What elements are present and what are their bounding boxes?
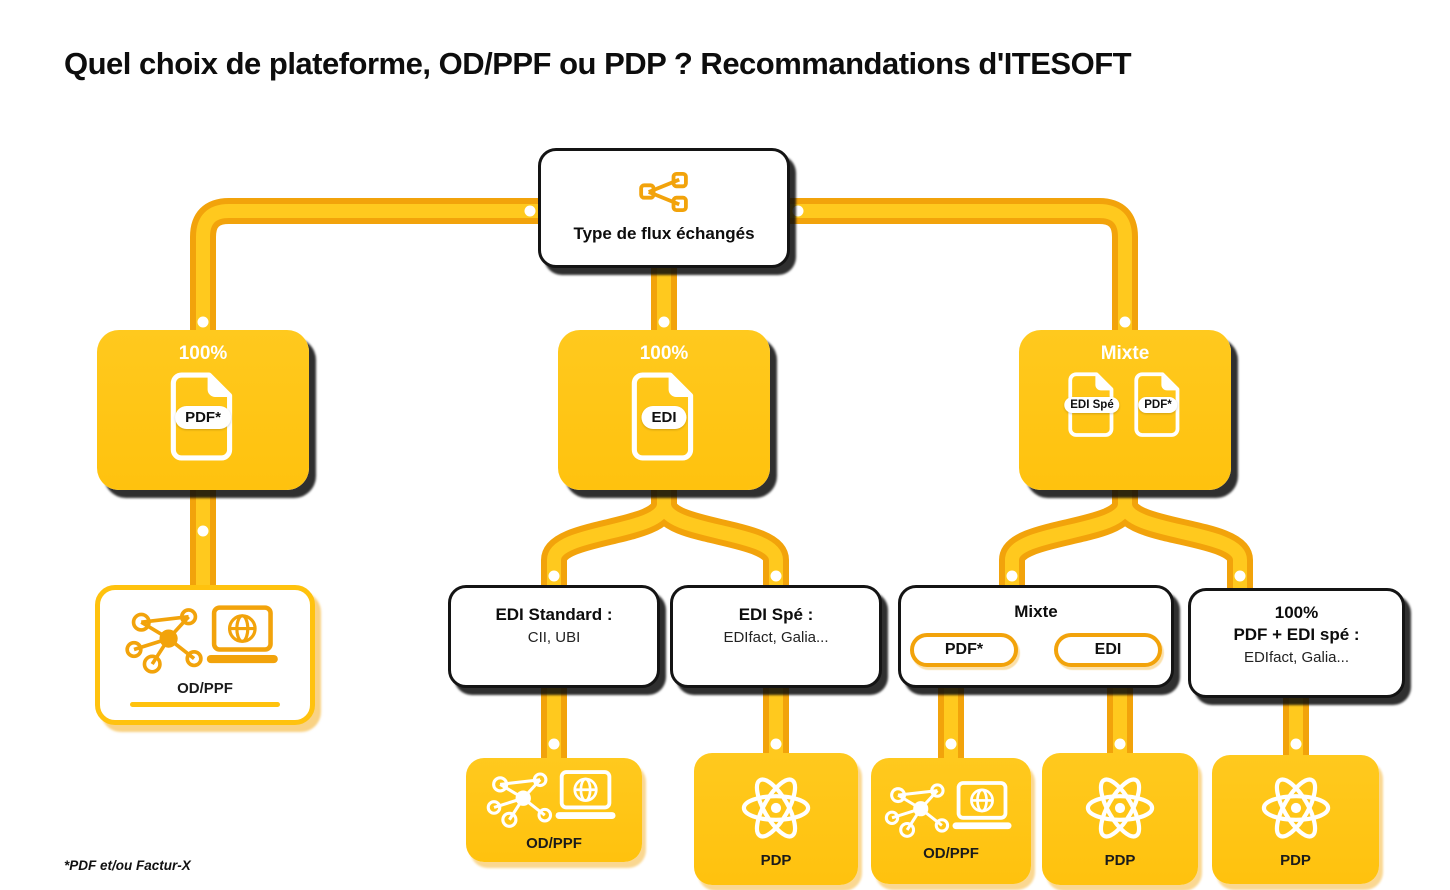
pdf-document-icon: PDF* [166,372,240,467]
edi-spe-title: EDI Spé : [738,605,814,624]
underline-bar [130,701,280,707]
node-pdp-outcome-mid: PDP [694,753,858,885]
node-pdp-outcome-right: PDP [1042,753,1198,885]
flow-network-icon [639,172,689,212]
odppf-network-laptop-icon [121,604,289,675]
pill-pdf: PDF* [910,633,1018,668]
node-pdp-outcome-far-right: PDP [1212,755,1379,884]
edi-doc-label: EDI [641,406,687,429]
odppf-label: OD/PPF [923,845,979,862]
node-odppf-outcome-right: OD/PPF [871,758,1031,884]
pdp-label: PDP [1280,852,1311,869]
pill-edi: EDI [1054,633,1162,668]
pdf-doc-label: PDF* [1138,397,1178,413]
node-pdf-edi-spe: 100% PDF + EDI spé : EDIfact, Galia... [1188,588,1405,698]
footnote: *PDF et/ou Factur-X [64,858,191,873]
node-edi-spe: EDI Spé : EDIfact, Galia... [670,585,882,688]
node-odppf-outcome-left: OD/PPF [95,585,315,725]
edi-standard-title: EDI Standard : [495,605,613,624]
pdf-doc-label: PDF* [175,406,231,429]
node-mixte-title: Mixte [1100,343,1150,364]
edi-spe-document-icon: EDI Spé [1064,372,1120,443]
page-title: Quel choix de plateforme, OD/PPF ou PDP … [64,46,1132,81]
pdf-edi-spe-line3: EDIfact, Galia... [1243,649,1350,667]
atom-icon [1082,770,1158,846]
node-100-edi: 100% EDI [558,330,770,490]
pdf-document-icon: PDF* [1131,372,1185,443]
node-100-pdf: 100% PDF* [97,330,309,490]
edi-spe-subtitle: EDIfact, Galia... [723,629,829,647]
odppf-label: OD/PPF [177,679,233,697]
node-100-pdf-title: 100% [178,343,228,364]
node-100-edi-title: 100% [639,343,689,364]
atom-icon [1258,770,1334,846]
pdp-label: PDP [760,851,792,869]
node-odppf-outcome-mid: OD/PPF [466,758,642,862]
junction-dots [197,205,1302,750]
odppf-label: OD/PPF [526,834,582,852]
odppf-network-laptop-icon [483,769,625,829]
pdf-edi-spe-line2: PDF + EDI spé : [1233,625,1360,645]
edi-document-icon: EDI [627,372,701,467]
edi-spe-doc-label: EDI Spé [1064,397,1120,413]
pdp-label: PDP [1104,851,1136,869]
mixte-decision-title: Mixte [1014,602,1058,621]
pdf-edi-spe-line1: 100% [1274,603,1319,622]
node-mixte-decision: Mixte PDF* EDI [898,585,1174,688]
node-type-de-flux-label: Type de flux échangés [573,224,755,243]
odppf-network-laptop-icon [881,780,1021,839]
atom-icon [738,770,814,846]
node-type-de-flux: Type de flux échangés [538,148,790,268]
edi-standard-subtitle: CII, UBI [527,629,581,647]
node-edi-standard: EDI Standard : CII, UBI [448,585,660,688]
node-mixte: Mixte EDI Spé PDF* [1019,330,1231,490]
